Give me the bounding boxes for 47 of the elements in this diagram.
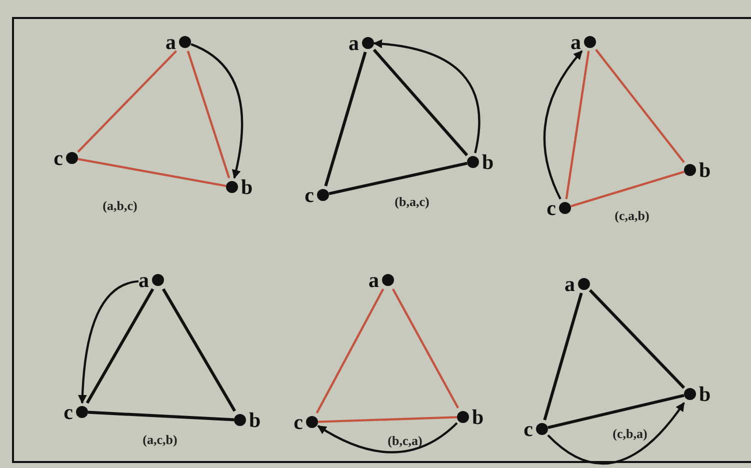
vertex-node: b — [226, 178, 253, 196]
vertex-node: a — [570, 33, 596, 51]
vertex-node: a — [348, 34, 374, 52]
vertex-node: b — [684, 385, 711, 403]
vertex-node: b — [467, 153, 494, 171]
curved-arrow — [547, 402, 685, 465]
vertex-node: b — [457, 408, 484, 426]
edge-line — [77, 50, 178, 153]
edge-line — [78, 158, 226, 187]
vertex-node: a — [166, 33, 191, 51]
permutation-label: (b,a,c) — [394, 194, 430, 210]
curved-arrow — [190, 43, 244, 179]
vertex-node: c — [294, 413, 318, 431]
edge-line — [570, 170, 684, 208]
curved-arrow — [317, 422, 458, 454]
curved-arrow — [543, 50, 583, 200]
vertex-node: c — [304, 186, 329, 204]
edge-line — [392, 288, 460, 409]
edge-line — [543, 292, 583, 420]
permutation-label: (b,c,a) — [388, 433, 422, 449]
edge-line — [186, 50, 230, 178]
vertex-node: b — [684, 161, 711, 179]
vertex-node: a — [564, 275, 590, 293]
edge-line — [595, 49, 685, 163]
vertex-node: b — [234, 411, 261, 429]
edge-line — [565, 50, 590, 200]
permutation-label: (a,b,c) — [102, 198, 138, 214]
permutation-label: (c,a,b) — [614, 208, 650, 224]
vertex-node: c — [524, 420, 548, 438]
vertex-node: c — [546, 199, 571, 217]
edge-line — [328, 162, 468, 196]
vertex-node: c — [54, 149, 78, 167]
edge-line — [162, 288, 236, 412]
vertex-node: c — [64, 403, 88, 421]
curved-arrow — [78, 280, 139, 404]
edge-line — [324, 52, 367, 186]
permutation-label: (c,b,a) — [612, 426, 648, 442]
edge-line — [318, 416, 458, 423]
curved-arrow — [373, 40, 480, 154]
permutation-label: (a,c,b) — [142, 432, 178, 448]
edge-line — [548, 394, 684, 430]
edge-line — [88, 410, 234, 422]
edge-line — [372, 48, 468, 156]
edge-line — [86, 288, 154, 404]
edge-line — [588, 289, 686, 389]
vertex-node: a — [368, 271, 394, 289]
vertex-node: a — [138, 271, 164, 289]
